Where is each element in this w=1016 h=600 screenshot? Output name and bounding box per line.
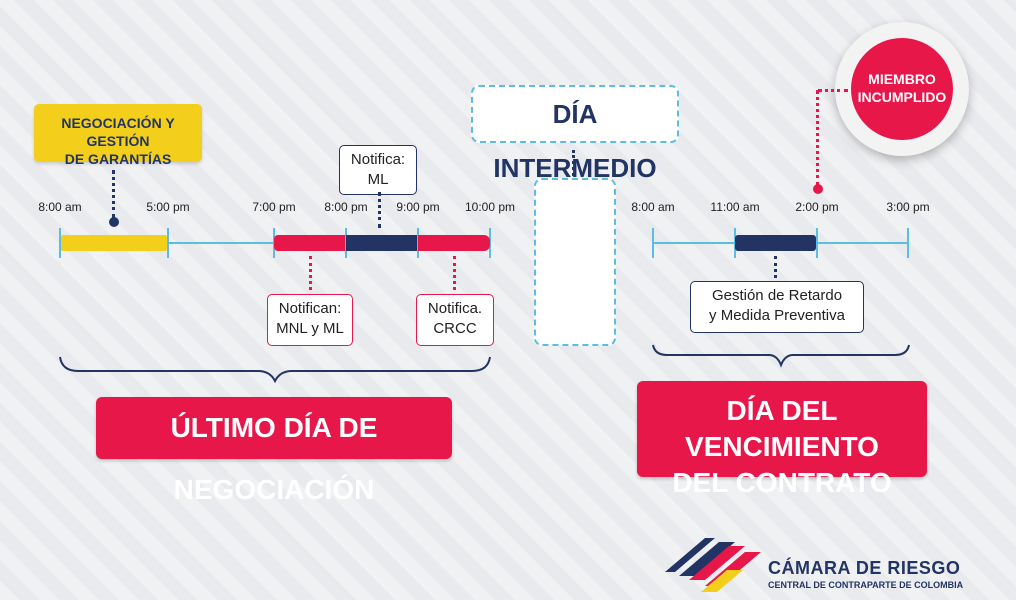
notifica-crcc-callout: Notifica. CRCC [416, 294, 494, 346]
negotiation-guarantees-box: NEGOCIACIÓN Y GESTIÓN DE GARANTÍAS [34, 104, 202, 167]
delay-management-callout: Gestión de Retardo y Medida Preventiva [690, 281, 864, 333]
last-negotiation-day-label: ÚLTIMO DÍA DE NEGOCIACIÓN [96, 397, 452, 505]
left-tick-label-4: 9:00 pm [396, 200, 440, 214]
right-timeline-tick-3 [907, 228, 909, 258]
negotiation-connector [112, 170, 115, 218]
notifica-crcc-connector [453, 256, 456, 290]
notifican-line2: MNL y ML [276, 320, 344, 337]
member-badge-line2: INCUMPLIDO [857, 89, 947, 105]
left-brace [59, 356, 491, 384]
last-negotiation-day-text: ÚLTIMO DÍA DE NEGOCIACIÓN [170, 412, 378, 505]
right-brace [652, 344, 910, 368]
right-tick-label-1: 11:00 am [710, 200, 760, 214]
left-tick-label-0: 8:00 am [38, 200, 82, 214]
left-tick-label-2: 7:00 pm [252, 200, 296, 214]
left-tick-label-5: 10:00 pm [464, 200, 516, 214]
notifica-crcc-line1: Notifica. [427, 300, 483, 317]
member-badge-line1: MIEMBRO [868, 71, 936, 87]
notifica-ml-line1: Notifica: [350, 151, 406, 168]
right-timeline-tick-2 [816, 228, 818, 258]
contract-expiry-day-line2: DEL CONTRATO [672, 467, 892, 498]
contract-expiry-day-label: DÍA DEL VENCIMIENTO DEL CONTRATO [637, 381, 927, 498]
notifican-line1: Notifican: [278, 300, 342, 317]
member-badge: MIEMBRO INCUMPLIDO [851, 38, 953, 140]
notify-crcc-bar [418, 235, 490, 251]
left-tick-label-1: 5:00 pm [146, 200, 190, 214]
negotiation-box-line2: DE GARANTÍAS [64, 151, 172, 167]
negotiation-box-line1: NEGOCIACIÓN Y GESTIÓN [61, 115, 175, 149]
intermediate-day-title-box: DÍA INTERMEDIO [471, 85, 679, 183]
member-connector-vertical [816, 90, 819, 186]
right-tick-label-2: 2:00 pm [795, 200, 839, 214]
intermediate-day-slot [534, 178, 616, 346]
camara-de-riesgo-logo-mark [665, 538, 761, 592]
left-timeline-tick-0 [59, 228, 61, 258]
notifica-ml-callout: Notifica: ML [339, 145, 417, 195]
negotiation-period-bar [61, 235, 167, 251]
delay-management-line1: Gestión de Retardo [711, 287, 843, 304]
member-connector-dot [813, 184, 823, 194]
notifica-crcc-line2: CRCC [433, 320, 477, 337]
left-tick-label-3: 8:00 pm [324, 200, 368, 214]
delay-management-connector [774, 256, 777, 278]
right-tick-label-0: 8:00 am [631, 200, 675, 214]
logo-tagline: CENTRAL DE CONTRAPARTE DE COLOMBIA [768, 580, 964, 590]
notifican-connector [309, 256, 312, 290]
notify-mnl-ml-bar [274, 235, 345, 251]
contract-expiry-day-line1: DÍA DEL VENCIMIENTO [685, 395, 879, 462]
delay-management-bar [735, 235, 816, 251]
notifica-ml-connector [378, 192, 381, 228]
intermediate-day-connector [572, 150, 575, 188]
delay-management-line2: y Medida Preventiva [709, 307, 845, 324]
notify-ml-bar [346, 235, 417, 251]
notifica-ml-line2: ML [367, 171, 389, 188]
notifican-callout: Notifican: MNL y ML [267, 294, 353, 346]
right-tick-label-3: 3:00 pm [886, 200, 930, 214]
member-connector-horizontal [818, 89, 848, 92]
left-timeline-tick-1 [167, 228, 169, 258]
right-timeline-tick-0 [652, 228, 654, 258]
negotiation-connector-dot [109, 217, 119, 227]
left-timeline-tick-5 [489, 228, 491, 258]
logo-name: CÁMARA DE RIESGO [768, 558, 961, 578]
